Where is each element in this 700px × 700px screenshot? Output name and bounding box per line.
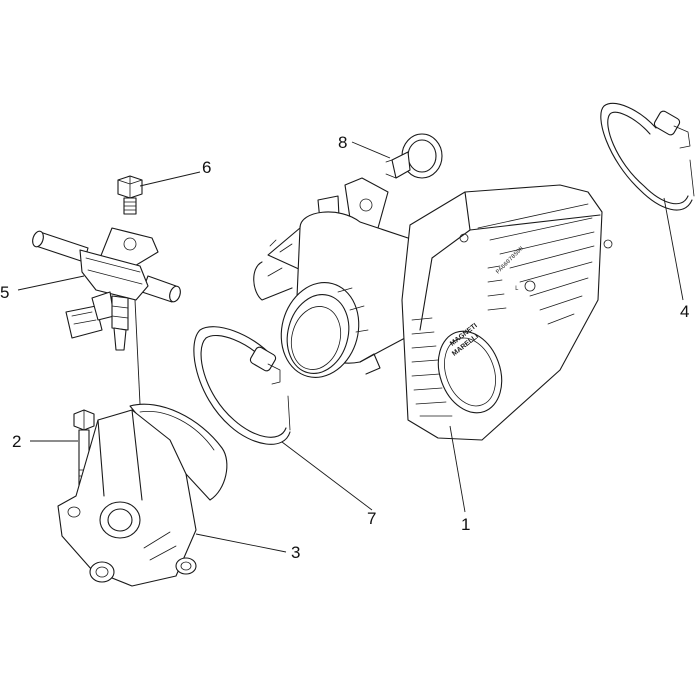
side-fins bbox=[411, 265, 507, 417]
callout-6: 6 bbox=[202, 158, 211, 177]
part-8-small-clamp bbox=[385, 133, 443, 179]
part-1-throttle-body: MAGNETI MARELLI PA6607850N L bbox=[253, 177, 613, 441]
callout-2: 2 bbox=[12, 432, 21, 451]
callout-3: 3 bbox=[291, 543, 300, 562]
part-5-injector-assembly bbox=[32, 227, 181, 351]
part-7-hose-clamp bbox=[193, 326, 291, 445]
callout-5: 5 bbox=[0, 283, 9, 302]
cooling-fins bbox=[477, 203, 595, 325]
part-4-hose-clamp bbox=[600, 102, 695, 211]
part-3-intake-manifold bbox=[57, 403, 228, 587]
callout-1: 1 bbox=[461, 515, 470, 534]
leader-lines bbox=[17, 141, 684, 553]
small-mark: L bbox=[515, 285, 519, 292]
callout-7: 7 bbox=[367, 509, 376, 528]
part-6-bolt bbox=[117, 175, 143, 215]
callout-4: 4 bbox=[680, 302, 689, 321]
callout-8: 8 bbox=[338, 133, 347, 152]
